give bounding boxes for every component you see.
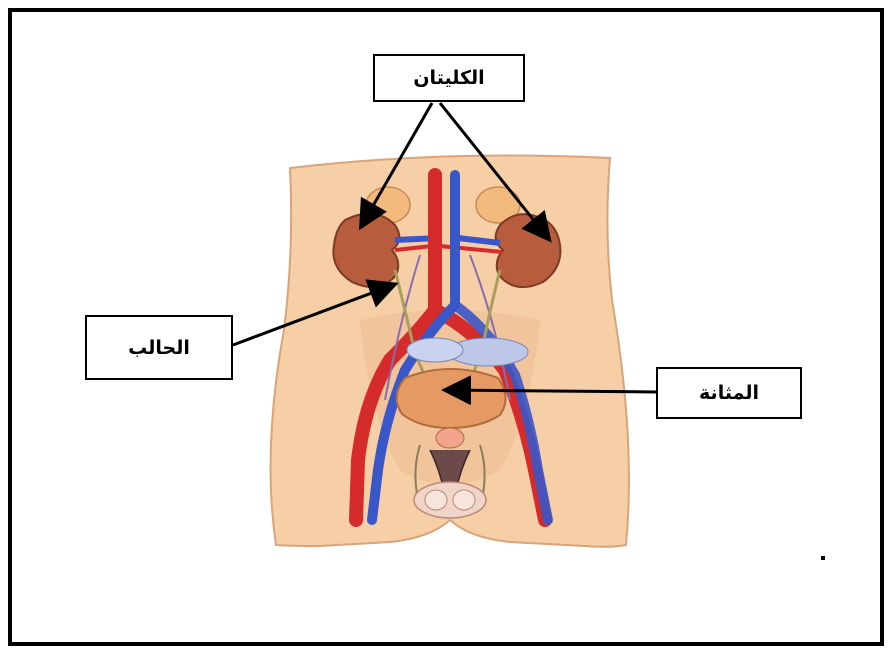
- right-kidney: [496, 214, 561, 287]
- ureter-label: الحالب: [85, 315, 233, 380]
- kidneys-label: الكليتان: [373, 54, 525, 102]
- rectum-top: [407, 338, 463, 362]
- left-testis: [425, 490, 447, 510]
- left-kidney: [333, 214, 399, 288]
- right-testis: [453, 490, 475, 510]
- bladder-label: المثانة: [656, 367, 802, 419]
- prostate: [436, 428, 464, 448]
- bladder-arrow: [447, 390, 656, 392]
- stray-dot: [821, 556, 825, 560]
- bladder: [397, 369, 506, 428]
